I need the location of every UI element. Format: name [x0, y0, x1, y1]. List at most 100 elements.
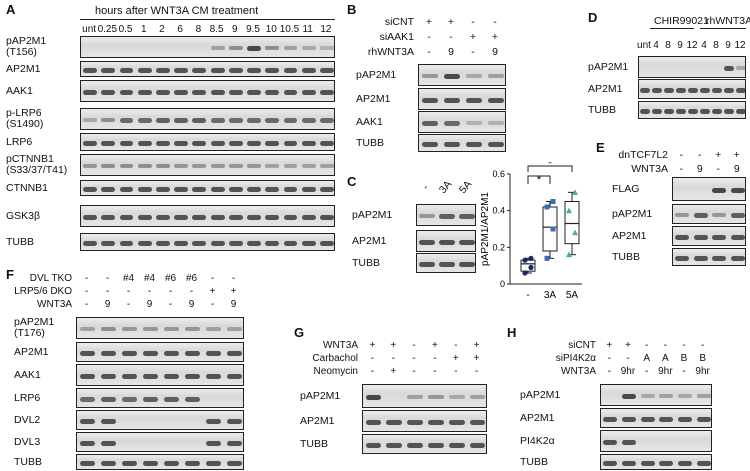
panel-H-cond-value: A [643, 353, 650, 364]
panel-F-blot-row-band [226, 440, 243, 446]
panel-G-cond-value: + [390, 340, 397, 351]
panel-A-row-label-line: pCTNNB1 [6, 153, 54, 165]
panel-F-blot-row-band [79, 350, 96, 356]
panel-H-blot-row-band [621, 439, 637, 445]
panel-A-blot-row-band [228, 45, 243, 50]
panel-A-row-label: GSK3β [6, 210, 40, 222]
panel-D-group1: CHIR99021 [654, 15, 709, 27]
chart-box [564, 201, 580, 245]
panel-F-blot-row [76, 317, 244, 339]
panel-F-blot-row-band [79, 326, 96, 331]
panel-D-lane-label: 9 [677, 40, 683, 51]
panel-F-cond-value: 9 [188, 299, 195, 310]
panel-E-blot-row-band [675, 234, 690, 240]
chart-point [544, 204, 550, 210]
panel-G-blot-row-band [469, 419, 486, 425]
panel-H-cond-value: 9hr [620, 366, 636, 377]
panel-G-cond-value: - [454, 366, 458, 377]
panel-E-letter: E [596, 140, 605, 155]
panel-C-blot-row [416, 204, 476, 226]
panel-G-row-label-line: AP2M1 [300, 414, 335, 427]
panel-H-cond-value: A [661, 353, 669, 364]
panel-B-row-label: pAP2M1 [356, 68, 397, 81]
panel-A-blot-row-band [156, 163, 170, 168]
panel-F-row-label: DVL2 [14, 414, 40, 426]
panel-D-blot-row-band [688, 87, 698, 93]
panel-A-row-label: TUBB [6, 236, 34, 248]
chart-sig-bracket [527, 165, 573, 172]
chart-point [566, 251, 572, 258]
panel-F-blot-row-band [205, 350, 222, 356]
panel-D-blot-row [638, 79, 746, 99]
panel-E-blot-row-band [712, 234, 727, 240]
panel-E-cond-value: - [716, 163, 721, 175]
panel-A-blot-row [80, 133, 335, 151]
panel-G-blot-row [362, 384, 487, 408]
panel-B-row-label-line: pAP2M1 [356, 68, 397, 81]
panel-A-blot-row-band [101, 214, 116, 220]
panel-D-lane-label: 9 [725, 40, 731, 51]
panel-A-timepoint: 9 [232, 24, 238, 35]
panel-E-blot-row [672, 177, 746, 201]
panel-H-cond-value: - [607, 353, 611, 364]
panel-E-cond-value: - [679, 163, 684, 175]
panel-D-row-label: pAP2M1 [588, 60, 629, 73]
panel-A-blot-row-band [137, 163, 152, 168]
panel-G-blot-row-band [428, 442, 444, 448]
panel-A-blot-row-band [283, 89, 298, 95]
panel-B-blot-row-band [443, 120, 461, 126]
panel-A-blot-row-band [83, 117, 97, 122]
panel-F-row-label-line: AP2M1 [14, 345, 49, 358]
panel-G-cond-value: - [433, 353, 437, 364]
panel-F-blot-row-band [205, 418, 222, 424]
panel-H-cond-value: - [644, 366, 649, 377]
panel-B-blot-row [418, 134, 506, 152]
panel-F-cond-value: + [209, 286, 216, 297]
panel-B-blot-row-band [421, 73, 439, 78]
panel-F-blot-row-band [100, 418, 117, 424]
panel-A-timepoint: 9.5 [246, 24, 260, 35]
panel-G-cond-value: + [473, 353, 480, 364]
panel-A-blot-row-band [301, 45, 316, 50]
panel-A-blot-row-band [301, 240, 316, 246]
chart-sig-star: * [548, 162, 553, 170]
panel-F-blot-row-band [100, 350, 117, 356]
panel-A-row-label: p-LRP6(S1490) [6, 108, 43, 130]
panel-H-blot-row [600, 430, 712, 452]
panel-D-lane-label: 8 [713, 40, 719, 51]
panel-A-blot-row-band [228, 240, 243, 246]
panel-F-blot-row-band [100, 326, 117, 331]
panel-F-blot-row-band [100, 373, 117, 379]
panel-A-blot-row-band [101, 240, 116, 246]
panel-F-blot-row-band [184, 373, 201, 379]
panel-A-blot-row-band [301, 117, 316, 123]
panel-F-blot-row-band [184, 460, 201, 466]
panel-A-blot-row-band [192, 240, 207, 246]
panel-G-blot-row-band [386, 419, 403, 425]
panel-G-cond-label: WNT3A [323, 340, 358, 351]
panel-F-blot-row [76, 364, 244, 386]
panel-G-cond-value: + [473, 340, 480, 351]
panel-A-blot-row-band [192, 67, 207, 73]
panel-A-row-label-line: LRP6 [6, 135, 33, 148]
panel-F-row-label-line: AAK1 [14, 368, 41, 381]
panel-E-blot-row-band [675, 255, 690, 261]
panel-H-blot-row-band [677, 416, 693, 422]
panel-F-blot-row [76, 454, 244, 470]
panel-F-cond-value: - [210, 273, 215, 284]
panel-F-blot-row-band [184, 396, 201, 402]
panel-A-blot-row-band [265, 140, 280, 146]
panel-B-blot-row-band [465, 73, 483, 78]
panel-A-timepoint: 1 [140, 24, 147, 35]
chart-y-tick-label: 0.4 [492, 206, 505, 216]
panel-A-timepoint: 0.5 [118, 24, 133, 35]
panel-E-blot-row-band [675, 212, 690, 217]
panel-H-blot-row-band [659, 416, 674, 422]
panel-G-cond-label: Carbachol [312, 353, 358, 364]
panel-D-row-label-line: pAP2M1 [588, 60, 629, 73]
panel-A-blot-row-band [301, 186, 316, 192]
panel-H-blot-row-band [621, 416, 637, 422]
panel-B-cond-label: siCNT [384, 16, 414, 28]
panel-B-blot-row-band [443, 141, 461, 147]
panel-A-blot-row-band [265, 89, 280, 95]
